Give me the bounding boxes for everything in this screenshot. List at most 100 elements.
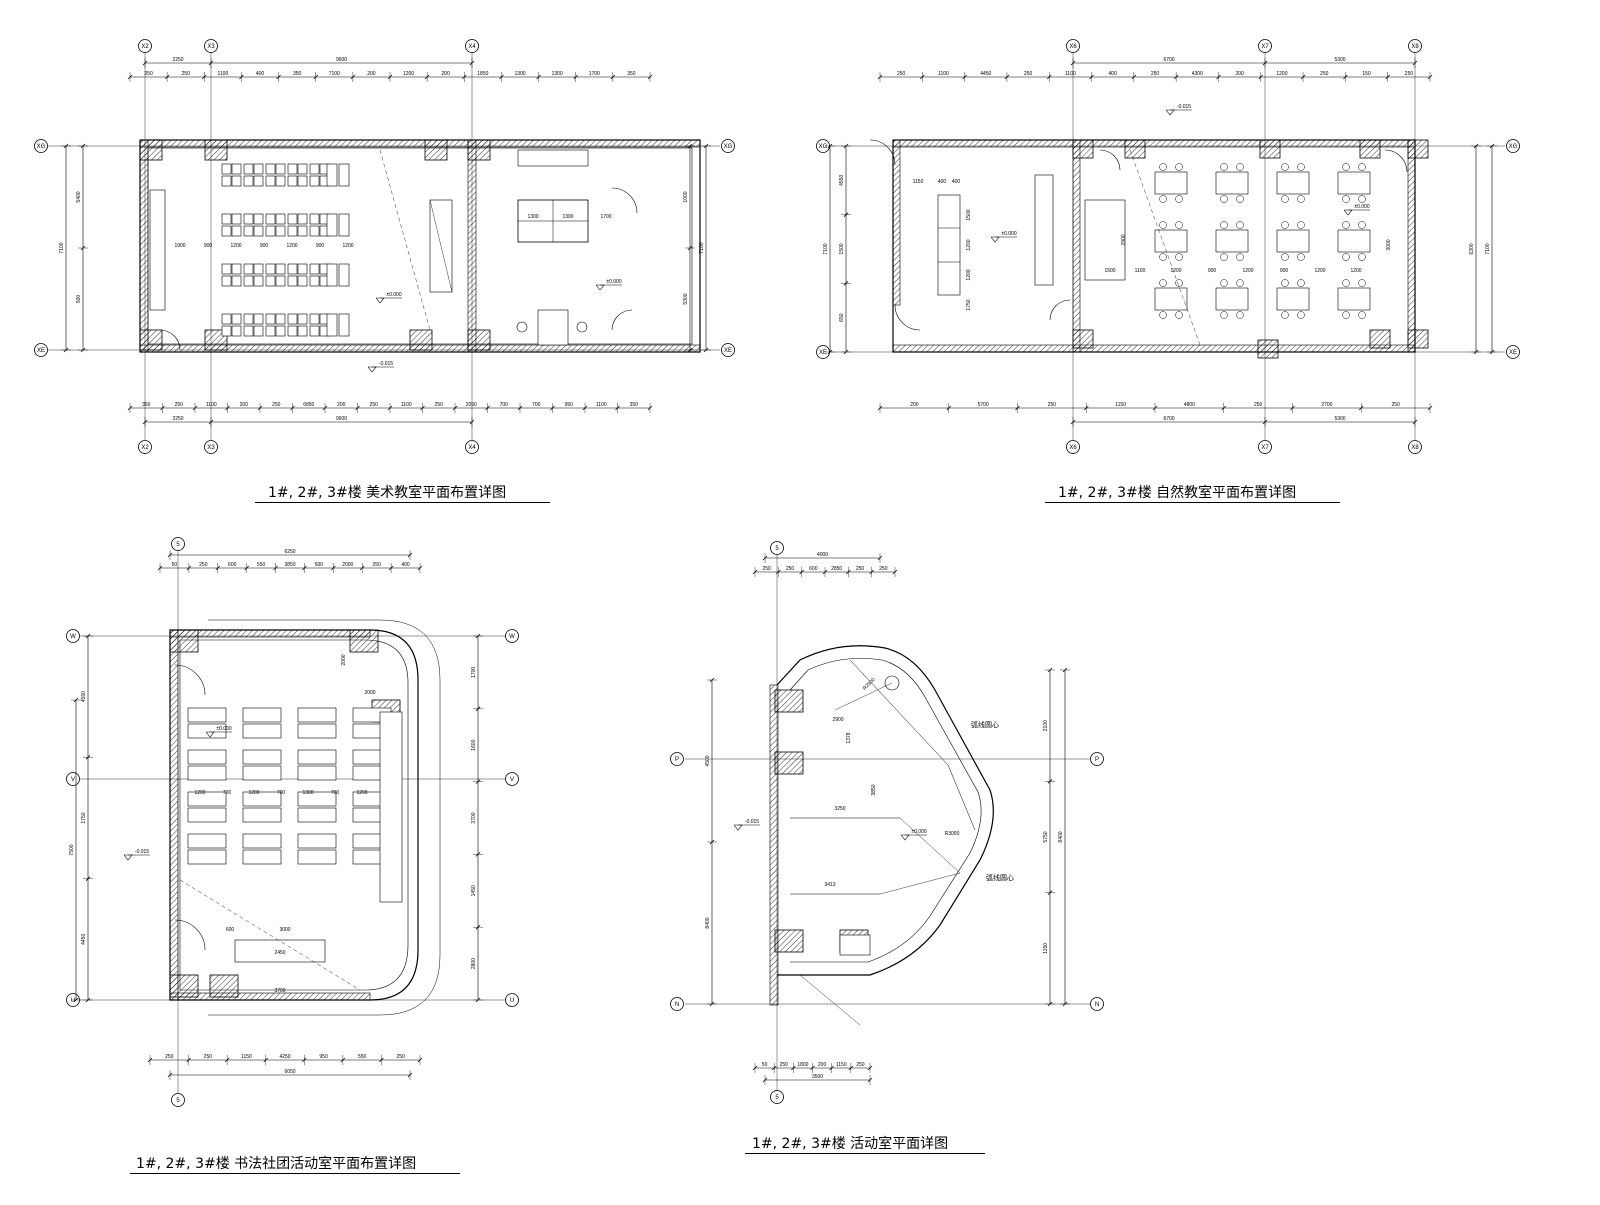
desk	[338, 213, 350, 237]
dimension-text: 600	[228, 562, 237, 568]
elevation-text: -0.015	[379, 361, 393, 367]
desk	[297, 807, 337, 823]
room-dimension-text: 1200	[248, 790, 259, 796]
dimension-text: 1500	[839, 243, 845, 254]
room-dimension-text: 400	[938, 179, 947, 185]
counter	[517, 149, 589, 167]
desk	[221, 263, 232, 275]
room-dimension-text: 2000	[364, 690, 375, 696]
elevation-marker	[1343, 209, 1353, 216]
column	[1407, 329, 1429, 349]
room-dimension-text: 1200	[1242, 268, 1253, 274]
desk	[287, 163, 298, 175]
room-dimension-text: 900	[204, 243, 213, 249]
desk	[243, 225, 254, 237]
room-dimension-text: 1378	[846, 732, 852, 743]
desk	[338, 163, 350, 187]
room-dimension-text: 1200	[356, 790, 367, 796]
dimension-text: 6700	[1163, 416, 1174, 422]
grid-axis-bubble	[505, 993, 519, 1007]
desk	[243, 263, 254, 275]
grid-axis-bubble	[1090, 997, 1104, 1011]
dimension-text: 950	[319, 1054, 328, 1060]
desk	[253, 325, 264, 337]
desk	[338, 313, 350, 337]
grid-axis-bubble	[465, 440, 479, 454]
dimension-text: 2800	[471, 958, 477, 969]
elevation-text: ±0.000	[911, 829, 926, 835]
inner-wall	[789, 658, 982, 963]
dimension-text: 600	[809, 566, 818, 572]
desk	[275, 213, 286, 225]
dimension-text: 5300	[683, 293, 689, 304]
desk	[231, 225, 242, 237]
room-dimension-text: 1200	[1314, 268, 1325, 274]
cabinet-diagonal	[429, 199, 453, 293]
desk	[243, 313, 254, 325]
column	[139, 329, 163, 351]
wall-hatch	[169, 629, 371, 638]
arc-guide	[849, 659, 976, 831]
dimension-text: 650	[839, 313, 845, 322]
room-dimension-text: 1500	[966, 209, 972, 220]
dimension-text: 1000	[683, 191, 689, 202]
desk	[231, 213, 242, 225]
room-dimension-text: 1300	[562, 214, 573, 220]
dimension-text: 5750	[1043, 831, 1049, 842]
desk	[231, 275, 242, 287]
title-underline	[745, 1153, 985, 1154]
elevation-text: ±0.000	[1354, 204, 1369, 210]
desk	[275, 263, 286, 275]
dimension-text: 6250	[284, 549, 295, 555]
dimension-text: 4550	[839, 175, 845, 186]
grid-axis-label: W	[70, 634, 76, 640]
dimension-text: 6050	[284, 1069, 295, 1075]
grid-axis-label: X2	[141, 445, 149, 451]
grid-axis-label: X3	[207, 445, 215, 451]
column	[467, 329, 491, 351]
stool	[1342, 195, 1350, 203]
desk	[297, 263, 308, 275]
desk	[221, 175, 232, 187]
desk	[187, 765, 227, 781]
desk	[297, 707, 337, 723]
desk	[1215, 287, 1249, 311]
desk	[265, 313, 276, 325]
stool	[1220, 311, 1228, 319]
dashed-diagonal	[179, 879, 361, 991]
radius-line	[899, 817, 961, 874]
desk	[1337, 287, 1371, 311]
dimension-text: 2850	[831, 566, 842, 572]
column	[1124, 139, 1146, 159]
dimension-text: 1450	[471, 885, 477, 896]
dimension-text: 2250	[172, 57, 183, 63]
desk	[221, 213, 232, 225]
dimension-text: 7100	[329, 71, 340, 77]
dimension-text: 1100	[938, 71, 949, 77]
dimension-text: 200	[910, 402, 919, 408]
grid-axis-label: XE	[724, 348, 732, 354]
desk	[243, 175, 254, 187]
desk	[221, 275, 232, 287]
desk	[253, 213, 264, 225]
dimension-text: 8400	[705, 917, 711, 928]
elevation-text: ±0.000	[216, 726, 231, 732]
dimension-text: 5300	[1334, 416, 1345, 422]
dimension-text: 350	[142, 402, 151, 408]
arc-center-label: 弧线圆心	[986, 873, 1014, 882]
desk	[309, 263, 320, 275]
outer-wall	[776, 645, 994, 976]
activity-room-title: 1#, 2#, 3#楼 活动室平面详图	[752, 1136, 949, 1152]
room-dimension-text: 1750	[966, 299, 972, 310]
door-swing	[611, 187, 638, 214]
dimension-text: 1600	[471, 739, 477, 750]
dimension-text: 1850	[477, 71, 488, 77]
nature-classroom-title: 1#, 2#, 3#楼 自然教室平面布置详图	[1058, 485, 1297, 501]
desk	[275, 225, 286, 237]
desk	[265, 275, 276, 287]
desk	[242, 833, 282, 849]
stool	[1236, 253, 1244, 261]
dimension-text: 250	[272, 402, 281, 408]
stool	[1358, 279, 1366, 287]
